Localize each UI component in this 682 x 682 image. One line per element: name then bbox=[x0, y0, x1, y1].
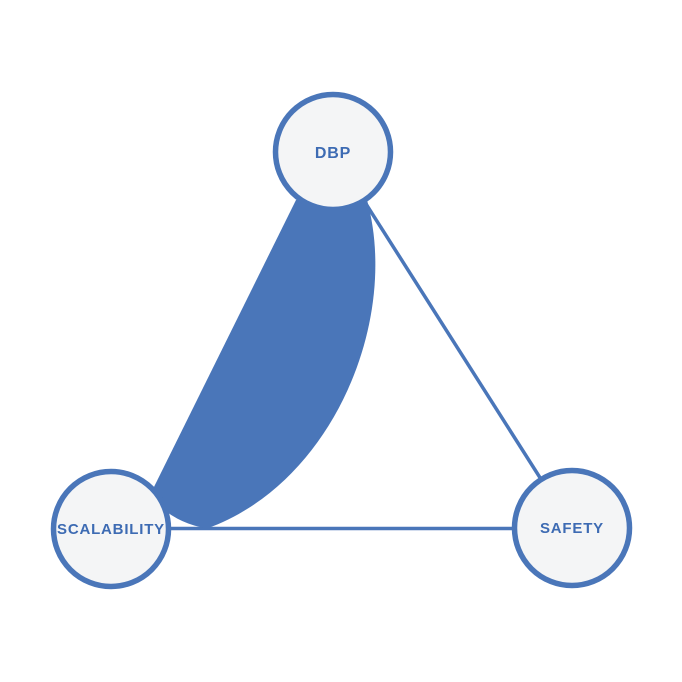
node-scalability-circle bbox=[50, 468, 172, 590]
node-safety-label: SAFETY bbox=[540, 520, 604, 537]
node-scalability: SCALABILITY bbox=[50, 468, 172, 590]
node-scalability-label: SCALABILITY bbox=[57, 521, 165, 538]
edge-dbp-scalability-wedge bbox=[150, 200, 376, 529]
node-dbp: DBP bbox=[272, 91, 394, 213]
edge-dbp-safety-line bbox=[331, 151, 574, 529]
node-dbp-label: DBP bbox=[315, 145, 351, 162]
node-safety-circle bbox=[511, 467, 633, 589]
node-dbp-circle bbox=[272, 91, 394, 213]
node-safety: SAFETY bbox=[511, 467, 633, 589]
